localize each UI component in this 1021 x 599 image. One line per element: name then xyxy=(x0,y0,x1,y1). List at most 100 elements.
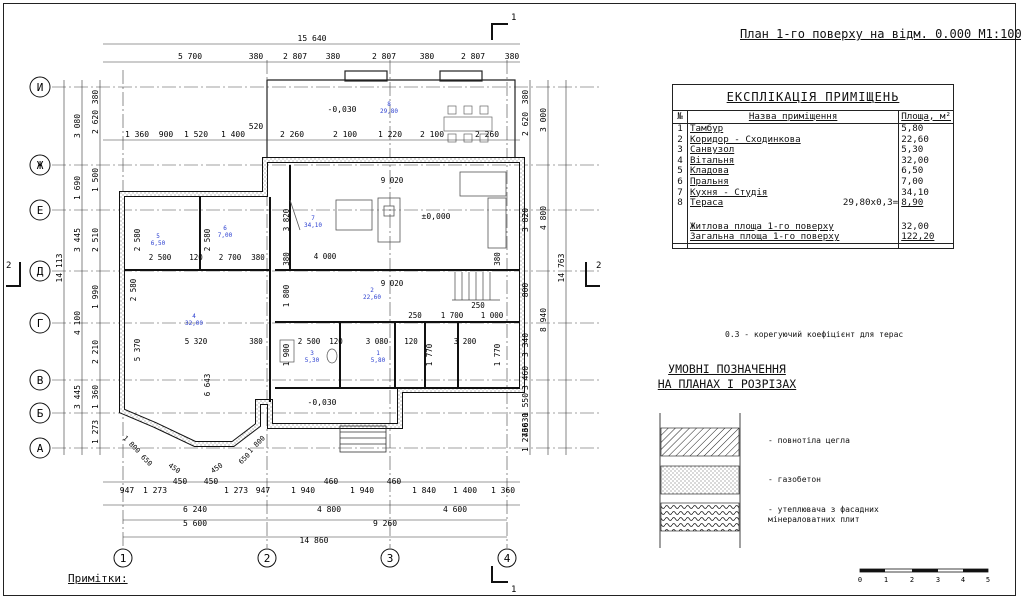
dim-text: 14 860 xyxy=(300,536,329,545)
dim-text: 1 770 xyxy=(425,343,434,366)
dim-text: 4 800 xyxy=(317,505,341,514)
room-area: 7,00 xyxy=(218,232,233,239)
row-area-text: 8,90 xyxy=(901,197,924,209)
top-dimensions: 15 640 5 700 380 2 807 380 2 807 380 2 8… xyxy=(125,34,519,139)
axis-label: 1 xyxy=(120,552,127,565)
row-name-text: Коридор - Сходинкова xyxy=(690,133,801,145)
plan-title: План 1-го поверху на відм. 0.000 М1:100 xyxy=(740,27,1021,41)
section-cut-labels: 1 1 2 2 xyxy=(6,13,601,595)
explication-grid: № Назва приміщення Площа, м² 1 Тамбур 5,… xyxy=(672,110,954,249)
table-row: 6 Пральня 7,00 xyxy=(672,176,954,188)
dim-text: 9 260 xyxy=(373,519,397,528)
room-number: 7 xyxy=(311,215,315,222)
dim-text: 5 320 xyxy=(185,337,208,346)
scale-tick: 5 xyxy=(986,576,990,584)
dim-text: 1 800 xyxy=(282,284,291,307)
total-area-value: 122,20 xyxy=(898,232,954,244)
row-name-text: Тамбур xyxy=(690,123,724,134)
section-label: 2 xyxy=(6,261,11,271)
room-number: 2 xyxy=(370,287,374,294)
room-area: 32,00 xyxy=(185,320,203,327)
row-name: Коридор - Сходинкова xyxy=(686,133,900,146)
summary-num xyxy=(672,232,688,244)
dim-text: 2 260 xyxy=(475,130,499,139)
row-area: 34,10 xyxy=(898,187,954,199)
dim-text: 1 500 xyxy=(91,168,100,192)
dim-text: 2 580 xyxy=(203,228,212,251)
dim-text: 4 000 xyxy=(314,252,337,261)
room-number: 4 xyxy=(192,313,196,320)
dim-text: 3 445 xyxy=(73,228,82,252)
dim-text: 900 xyxy=(159,130,174,139)
table-row: 1 Тамбур 5,80 xyxy=(672,123,954,135)
dim-text: 2 700 xyxy=(219,253,242,262)
dim-text: 3 445 xyxy=(73,385,82,409)
level-mark: -0,030 xyxy=(328,105,357,114)
dim-text: 14 763 xyxy=(557,253,566,282)
scale-tick: 4 xyxy=(961,576,965,584)
dim-text: 460 xyxy=(521,423,530,438)
interior-walls xyxy=(125,165,520,402)
dim-text: 1 900 xyxy=(282,343,291,366)
legend-title-line2: НА ПЛАНАХ І РОЗРІЗАХ xyxy=(657,377,797,391)
table-summary-row: Житлова площа 1-го поверху 32,00 xyxy=(672,220,954,233)
living-area-value: 32,00 xyxy=(898,221,954,233)
dim-text: 3 820 xyxy=(521,208,530,232)
scale-bar xyxy=(859,568,989,573)
dim-text: 450 xyxy=(209,461,224,475)
axis-label: В xyxy=(37,374,44,387)
dim-text: 5 600 xyxy=(183,519,207,528)
table-spacer xyxy=(672,208,954,222)
row-area: 8,90 xyxy=(898,197,954,209)
axis-label: И xyxy=(37,81,44,94)
legend-item-insulation-line2: мінераловатних плит xyxy=(768,515,860,524)
room-number: 3 xyxy=(310,350,314,357)
dim-text: 4 600 xyxy=(443,505,467,514)
header-area-text: Площа, м² xyxy=(901,110,951,122)
dim-text: 1 520 xyxy=(184,130,208,139)
section-label: 2 xyxy=(596,261,601,271)
dim-text: 1 360 xyxy=(491,486,515,495)
dim-text: 380 xyxy=(249,337,263,346)
dim-text: 380 xyxy=(420,52,435,61)
axis-label: Ж xyxy=(37,159,44,172)
right-dimensions: 380 2 620 3 820 800 3 340 3 460 1 550 63… xyxy=(521,90,566,452)
explication-table: ЕКСПЛІКАЦІЯ ПРИМІЩЕНЬ № Назва приміщення… xyxy=(672,84,954,249)
legend-item-brick: - повнотіла цегла xyxy=(768,436,850,445)
row-name: Кухня - Студія xyxy=(686,187,900,199)
dim-text: 9 020 xyxy=(381,279,404,288)
room-area: 6,50 xyxy=(151,240,166,247)
dim-text: 380 xyxy=(505,52,520,61)
living-area-label-text: Житлова площа 1-го поверху xyxy=(690,220,834,232)
dim-text: 2 100 xyxy=(420,130,444,139)
dim-text: 120 xyxy=(404,337,418,346)
dim-text: 2 580 xyxy=(129,278,138,301)
dim-text: 1 360 xyxy=(91,385,100,409)
axis-label: 2 xyxy=(264,552,271,565)
row-name: Тамбур xyxy=(686,123,900,135)
dim-text: 460 xyxy=(324,477,339,486)
kitchen-furniture xyxy=(289,171,507,249)
dim-text: 15 640 xyxy=(298,34,327,43)
dim-text: 3 080 xyxy=(73,114,82,138)
scale-tick: 1 xyxy=(884,576,888,584)
left-dimensions: 380 2 620 1 500 2 510 1 990 2 210 1 360 … xyxy=(55,90,100,444)
dim-text: 2 807 xyxy=(461,52,485,61)
dim-text: 380 xyxy=(521,90,530,105)
room-labels: 8 29,80 7 34,10 5 6,50 6 7,00 4 32,00 2 … xyxy=(151,101,399,364)
dim-text: 2 580 xyxy=(133,228,142,251)
level-marks: -0,030 ±0,000 -0,030 xyxy=(308,105,451,407)
section-label: 1 xyxy=(511,13,516,23)
room-area: 5,30 xyxy=(305,357,320,364)
dim-text: 2 620 xyxy=(91,110,100,134)
scale-bar-ticks: 0 1 2 3 4 5 xyxy=(858,576,990,584)
dim-text: 1 700 xyxy=(441,311,464,320)
axis-label: Д xyxy=(37,265,44,278)
dim-text: 1 990 xyxy=(91,285,100,309)
total-area-label-text: Загальна площа 1-го поверху xyxy=(690,231,840,243)
dim-text: 380 xyxy=(282,252,291,266)
scale-tick: 3 xyxy=(936,576,940,584)
staircase xyxy=(452,272,500,301)
notes-title: Примітки: xyxy=(68,572,128,585)
dim-text: 1 273 xyxy=(521,428,530,452)
